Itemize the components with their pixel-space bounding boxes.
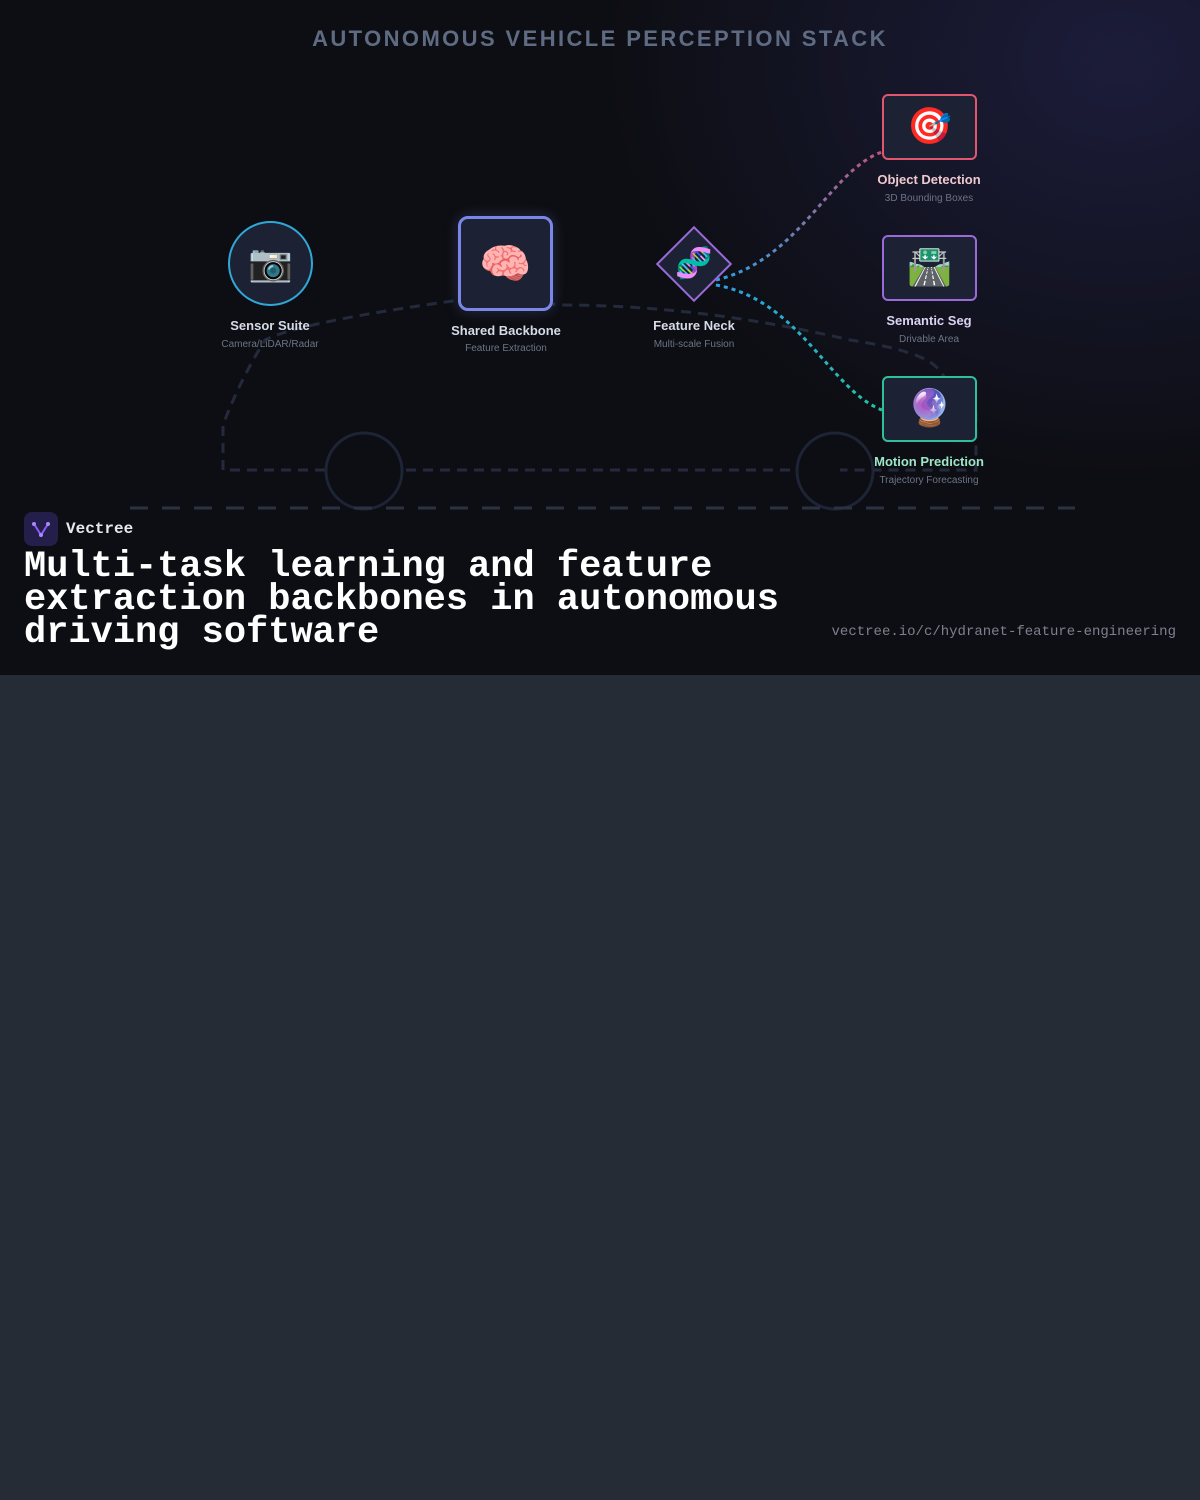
backbone-node-box: 🧠 (458, 216, 553, 311)
node-sublabel: Trajectory Forecasting (879, 475, 979, 486)
node-sublabel: Camera/LiDAR/Radar (221, 339, 319, 350)
car-wheel-rear (324, 431, 404, 511)
article-url[interactable]: vectree.io/c/hydranet-feature-engineerin… (831, 624, 1176, 640)
node-sublabel: Multi-scale Fusion (653, 339, 735, 350)
diagram-title: AUTONOMOUS VEHICLE PERCEPTION STACK (312, 26, 888, 51)
vectree-logo-icon (24, 512, 58, 546)
node-label: Semantic Seg (886, 313, 972, 328)
brain-icon: 🧠 (479, 238, 532, 288)
node-label: Motion Prediction (874, 454, 984, 469)
dna-icon: 🧬 (675, 245, 713, 281)
sensor-node-circle: 📷 (228, 221, 313, 306)
segmentation-node-box: 🛣️ (882, 235, 977, 301)
brand[interactable]: Vectree (24, 512, 133, 546)
node-label: Object Detection (877, 172, 981, 187)
node-sublabel: Feature Extraction (465, 343, 547, 354)
node-sublabel: 3D Bounding Boxes (884, 193, 974, 204)
road-icon: 🛣️ (907, 247, 952, 288)
node-label: Shared Backbone (451, 323, 561, 338)
target-icon: 🎯 (907, 106, 952, 147)
detection-node-box: 🎯 (882, 94, 977, 160)
diagram-card: AUTONOMOUS VEHICLE PERCEPTION STACK 📷 Se… (0, 0, 1200, 675)
camera-icon: 📷 (248, 242, 293, 284)
edge-neck-prediction (715, 283, 883, 412)
headline: Multi-task learning and feature extracti… (24, 546, 779, 654)
node-label: Sensor Suite (230, 318, 310, 333)
crystal-ball-icon: 🔮 (907, 388, 952, 429)
node-sublabel: Drivable Area (898, 334, 960, 345)
brand-name: Vectree (66, 520, 134, 538)
node-label: Feature Neck (653, 318, 735, 333)
prediction-node-box: 🔮 (882, 376, 977, 442)
